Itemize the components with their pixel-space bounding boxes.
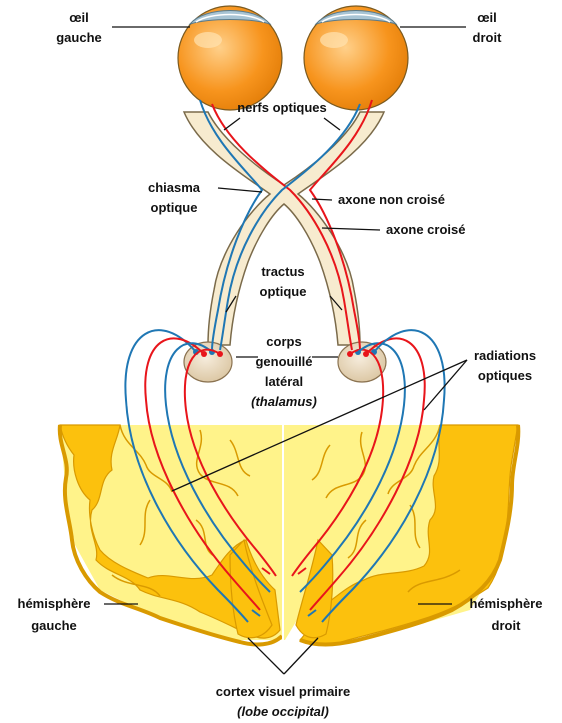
- label-lgn-2: genouillé: [255, 354, 312, 369]
- label-crossed-axon: axone croisé: [386, 222, 466, 237]
- label-left-eye-1: œil: [69, 10, 89, 25]
- label-chiasm-1: chiasma: [148, 180, 201, 195]
- label-uncrossed-axon: axone non croisé: [338, 192, 445, 207]
- label-thalamus: (thalamus): [251, 394, 317, 409]
- occipital-cortex: [60, 425, 519, 645]
- label-left-hemisphere-1: hémisphère: [18, 596, 91, 611]
- label-lgn-3: latéral: [265, 374, 303, 389]
- label-optic-nerves: nerfs optiques: [237, 100, 327, 115]
- label-optic-tract-1: tractus: [261, 264, 304, 279]
- right-eye: [304, 6, 408, 110]
- left-eye: [178, 6, 282, 110]
- label-chiasm-2: optique: [151, 200, 198, 215]
- label-optic-tract-2: optique: [260, 284, 307, 299]
- label-optic-radiations-2: optiques: [478, 368, 532, 383]
- label-right-eye-2: droit: [473, 30, 503, 45]
- label-primary-visual-cortex: cortex visuel primaire: [216, 684, 350, 699]
- label-right-hemisphere-2: droit: [492, 618, 522, 633]
- label-left-hemisphere-2: gauche: [31, 618, 77, 633]
- label-left-eye-2: gauche: [56, 30, 102, 45]
- label-right-eye-1: œil: [477, 10, 497, 25]
- label-occipital-lobe: (lobe occipital): [237, 704, 329, 719]
- label-optic-radiations-1: radiations: [474, 348, 536, 363]
- label-right-hemisphere-1: hémisphère: [470, 596, 543, 611]
- label-lgn-1: corps: [266, 334, 301, 349]
